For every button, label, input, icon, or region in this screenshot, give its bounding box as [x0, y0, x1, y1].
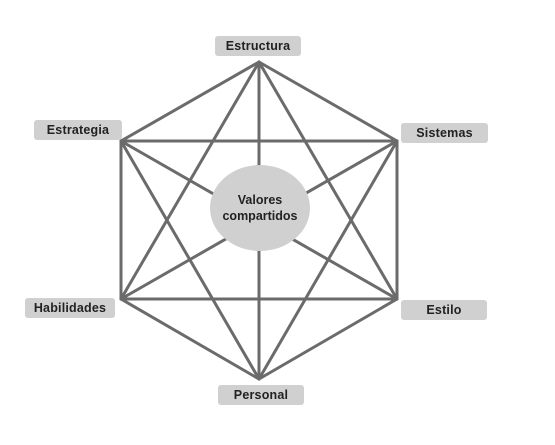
node-estrategia: Estrategia	[34, 120, 122, 140]
edge-estilo-personal	[257, 297, 399, 381]
center-label-line2: compartidos	[222, 209, 298, 223]
node-estilo: Estilo	[401, 300, 487, 320]
edge-estructura-sistemas	[257, 60, 399, 143]
center-label-line1: Valores	[237, 193, 283, 207]
center-node-valores-compartidos: Valores compartidos	[210, 165, 310, 251]
node-habilidades: Habilidades	[25, 298, 115, 318]
node-personal: Personal	[218, 385, 304, 405]
edge-personal-habilidades	[119, 297, 261, 381]
node-sistemas: Sistemas	[401, 123, 488, 143]
edge-estrategia-estructura	[119, 60, 261, 143]
node-estructura: Estructura	[215, 36, 301, 56]
